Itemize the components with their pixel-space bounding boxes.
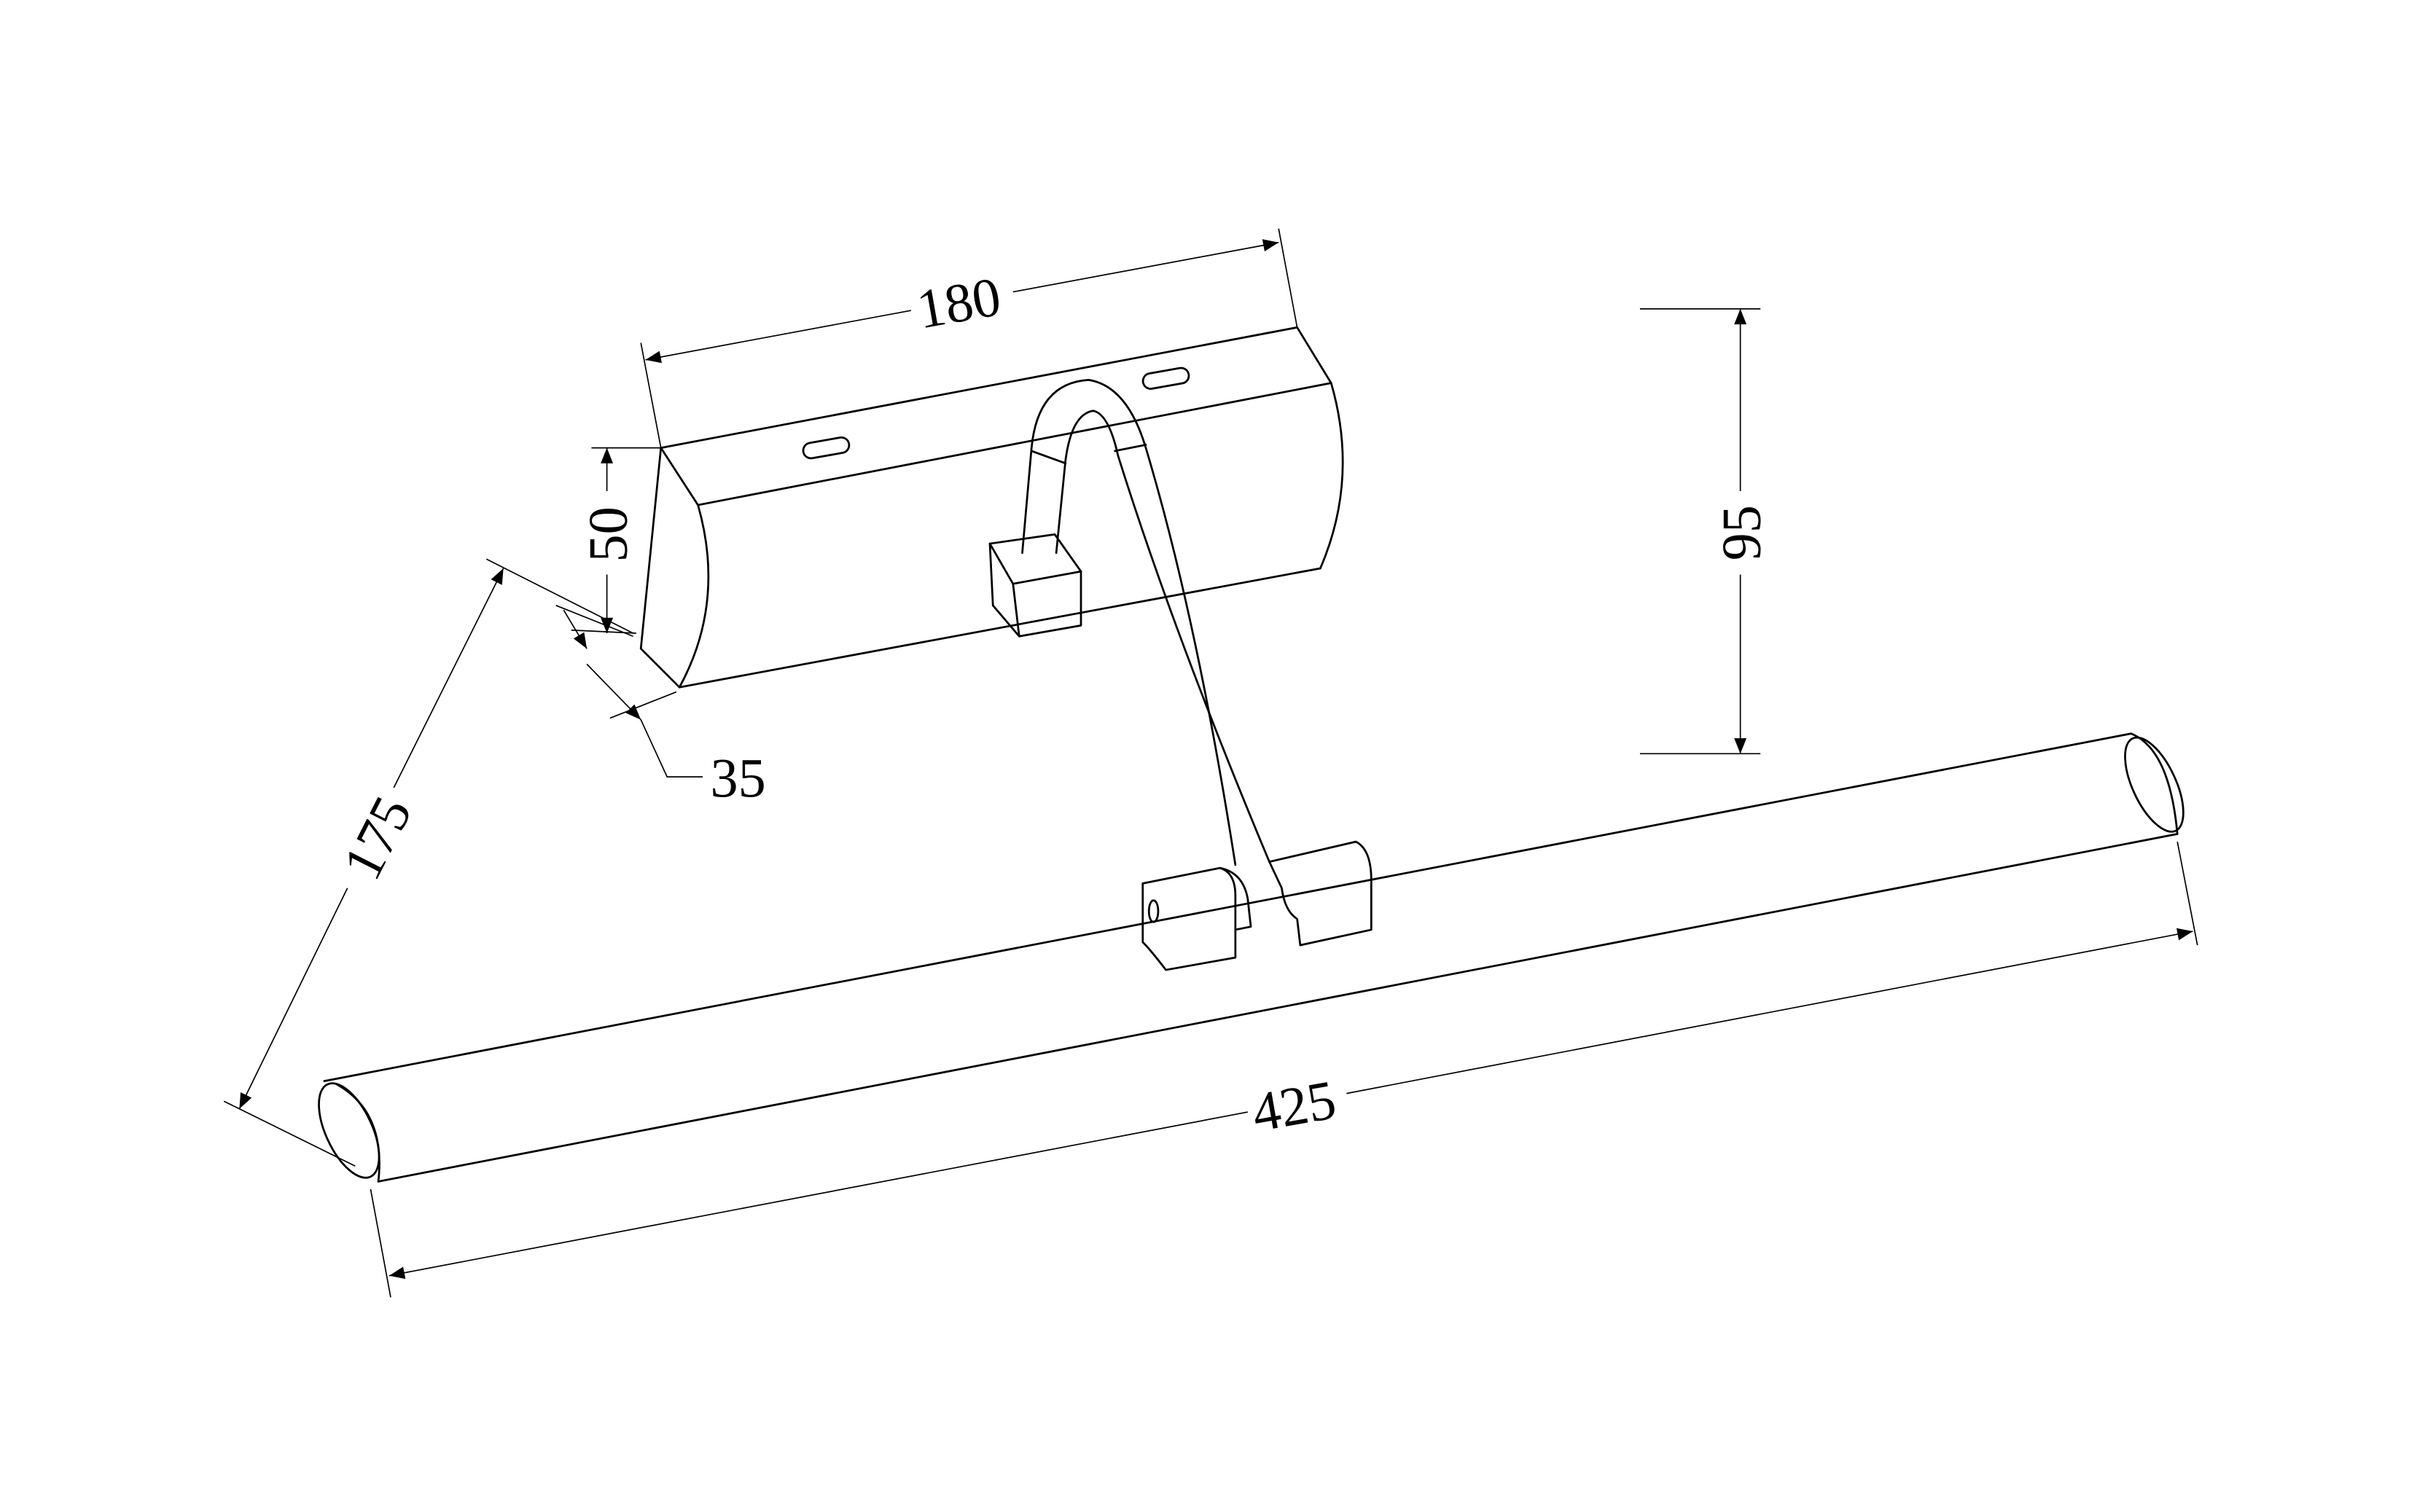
dimension-label: 180 — [913, 265, 1005, 341]
dimension-95: 95 — [1639, 308, 1773, 755]
dimension-175: 175 — [223, 558, 634, 1167]
dimension-50: 50 — [571, 447, 661, 634]
dimension-425: 425 — [370, 841, 2198, 1298]
wall-mount — [639, 326, 1344, 689]
dimension-label: 35 — [711, 748, 766, 810]
lamp-arm — [988, 379, 1270, 866]
dimension-label: 175 — [331, 787, 424, 890]
dimension-35: 35 — [555, 605, 766, 810]
light-tube — [318, 732, 2185, 1183]
dimension-label: 425 — [1247, 1068, 1340, 1144]
dimension-label: 95 — [1711, 505, 1773, 560]
tube-clamp — [1141, 840, 1373, 971]
dimension-label: 50 — [577, 506, 639, 562]
dimension-180: 180 — [640, 228, 1298, 448]
